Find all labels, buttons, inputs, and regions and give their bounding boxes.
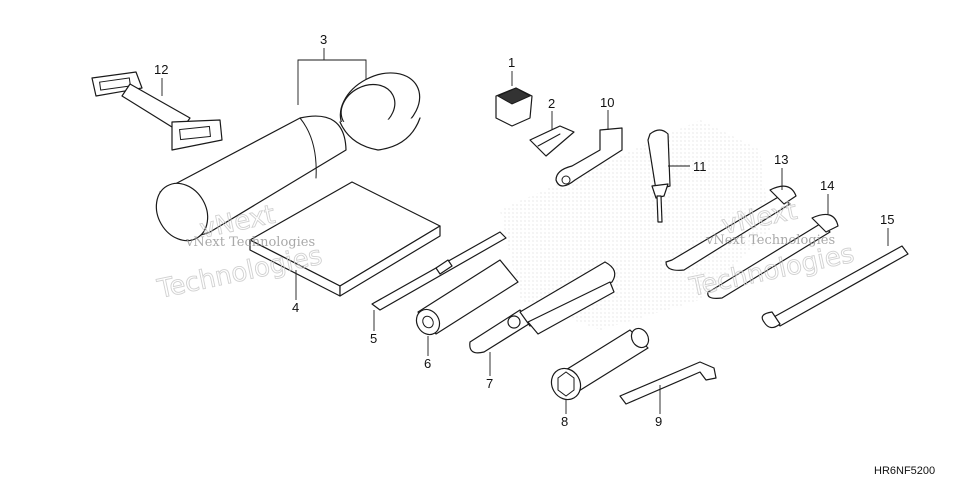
- watermark-text-left: vNext Technologies: [185, 235, 315, 250]
- part-7-pliers[interactable]: [469, 261, 616, 354]
- part-12-strap[interactable]: [91, 71, 223, 151]
- callout-4[interactable]: 4: [292, 300, 299, 315]
- part-8-plug-wrench[interactable]: [546, 325, 652, 405]
- leader-lines: [161, 48, 889, 414]
- callout-13[interactable]: 13: [774, 152, 788, 167]
- part-10-pin-spanner[interactable]: [555, 127, 623, 187]
- callout-3[interactable]: 3: [320, 32, 327, 47]
- watermark-tech-left: Technologies: [154, 241, 325, 305]
- part-1-cap[interactable]: [495, 87, 533, 127]
- callout-7[interactable]: 7: [486, 376, 493, 391]
- callout-numbers: 1 2 3 4 5 6 7 8 9 10 11 12 13 14 15: [154, 32, 894, 429]
- part-4-manual[interactable]: [249, 181, 441, 297]
- callout-10[interactable]: 10: [600, 95, 614, 110]
- part-13-wrench[interactable]: [665, 185, 797, 271]
- halftone-wing-logo: [500, 120, 770, 330]
- callout-15[interactable]: 15: [880, 212, 894, 227]
- part-15-wrench-bar[interactable]: [761, 245, 909, 329]
- callout-14[interactable]: 14: [820, 178, 834, 193]
- part-6-socket[interactable]: [412, 259, 519, 339]
- callout-5[interactable]: 5: [370, 331, 377, 346]
- callout-9[interactable]: 9: [655, 414, 662, 429]
- part-5-screwdriver[interactable]: [371, 231, 507, 311]
- part-14-wrench[interactable]: [707, 213, 839, 299]
- part-9-hex-key[interactable]: [619, 361, 717, 405]
- callout-1[interactable]: 1: [508, 55, 515, 70]
- diagram-code: HR6NF5200: [874, 465, 935, 477]
- callout-11[interactable]: 11: [693, 159, 707, 174]
- callout-8[interactable]: 8: [561, 414, 568, 429]
- callout-12[interactable]: 12: [154, 62, 168, 77]
- callout-6[interactable]: 6: [424, 356, 431, 371]
- part-2-clip[interactable]: [529, 125, 575, 157]
- watermark-text-right: vNext Technologies: [705, 233, 835, 248]
- part-11-screwdriver[interactable]: [647, 129, 671, 223]
- callout-2[interactable]: 2: [548, 96, 555, 111]
